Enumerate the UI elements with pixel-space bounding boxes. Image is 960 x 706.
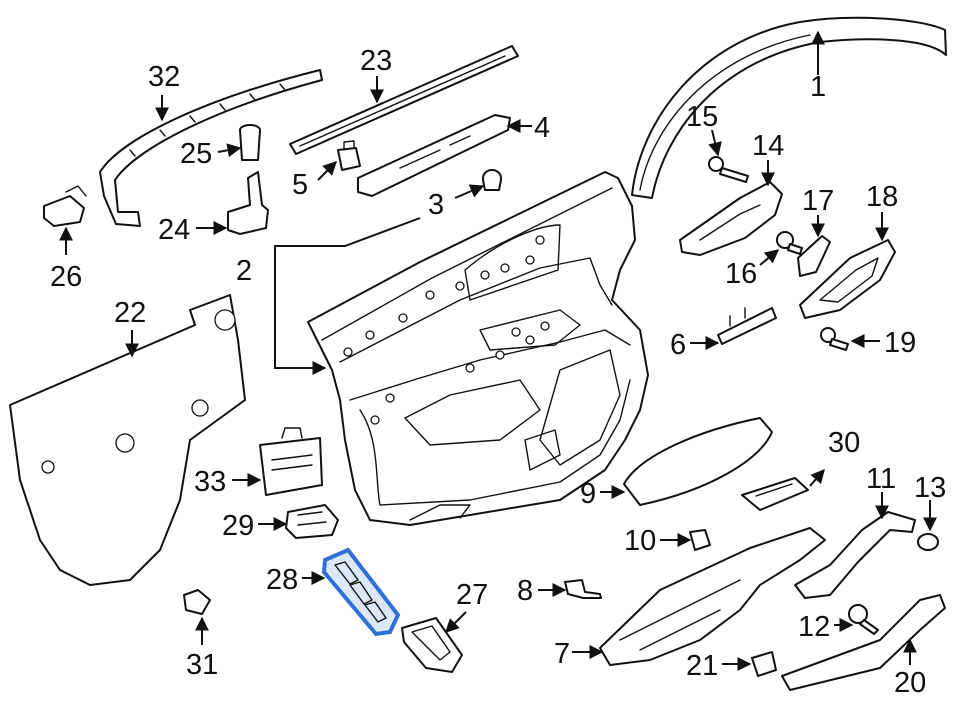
- part-9-armrest-pad[interactable]: [623, 417, 773, 506]
- part-27-switch-housing[interactable]: [401, 617, 463, 673]
- callout-30[interactable]: 30: [828, 427, 860, 459]
- callout-10[interactable]: 10: [624, 525, 656, 557]
- callout-14[interactable]: 14: [752, 130, 784, 162]
- part-23-belt-weatherstrip[interactable]: [289, 45, 519, 155]
- part-33-control-module[interactable]: [259, 427, 323, 496]
- part-20-lower-strip[interactable]: [781, 594, 946, 691]
- callout-5[interactable]: 5: [292, 169, 308, 201]
- part-1-window-molding[interactable]: [631, 16, 947, 199]
- callout-22[interactable]: 22: [114, 297, 146, 329]
- callout-19[interactable]: 19: [884, 327, 916, 359]
- part-18-handle-bezel[interactable]: [799, 239, 896, 319]
- callout-20[interactable]: 20: [894, 667, 926, 699]
- callout-6[interactable]: 6: [670, 329, 686, 361]
- callout-8[interactable]: 8: [517, 575, 533, 607]
- callout-23[interactable]: 23: [360, 45, 392, 77]
- part-24-bracket[interactable]: [227, 171, 269, 235]
- callout-1[interactable]: 1: [810, 71, 826, 103]
- callout-labels: 1 2 3 4 5 6 7 8 9 10 11 12 13 14 15 16 1…: [50, 45, 946, 699]
- part-5-retainer[interactable]: [337, 140, 361, 171]
- part-12-screw[interactable]: [848, 604, 879, 635]
- callout-17[interactable]: 17: [802, 185, 834, 217]
- part-28-window-switch[interactable]: [321, 547, 401, 637]
- part-7-armrest-substrate[interactable]: [599, 527, 826, 666]
- callout-25[interactable]: 25: [180, 138, 212, 170]
- part-19-screw[interactable]: [820, 327, 849, 351]
- callout-24[interactable]: 24: [158, 214, 190, 246]
- part-11-pull-handle[interactable]: [794, 511, 916, 599]
- part-17-bezel[interactable]: [797, 235, 831, 277]
- callout-9[interactable]: 9: [580, 478, 596, 510]
- part-13-cap[interactable]: [917, 533, 939, 551]
- callout-13[interactable]: 13: [914, 472, 946, 504]
- callout-4[interactable]: 4: [534, 112, 550, 144]
- part-14-handle-bracket[interactable]: [679, 181, 783, 256]
- part-31-clip[interactable]: [183, 589, 211, 615]
- callout-18[interactable]: 18: [866, 181, 898, 213]
- part-25-plug[interactable]: [239, 124, 261, 161]
- part-3-clip[interactable]: [482, 169, 502, 191]
- callout-26[interactable]: 26: [50, 261, 82, 293]
- part-15-screw[interactable]: [708, 156, 749, 183]
- part-2-door-trim-panel[interactable]: [307, 171, 649, 526]
- callout-15[interactable]: 15: [686, 101, 718, 133]
- callout-31[interactable]: 31: [186, 649, 218, 681]
- callout-2[interactable]: 2: [236, 255, 252, 287]
- leader-lines: [59, 30, 937, 671]
- part-8-bolt[interactable]: [564, 579, 602, 599]
- part-16-screw[interactable]: [776, 231, 803, 255]
- part-30-pull-cup[interactable]: [741, 477, 809, 511]
- part-6-trim-piece[interactable]: [717, 307, 777, 345]
- part-21-clip[interactable]: [751, 651, 777, 677]
- part-10-clip[interactable]: [689, 529, 711, 551]
- callout-32[interactable]: 32: [148, 61, 180, 93]
- callout-33[interactable]: 33: [194, 466, 226, 498]
- callout-21[interactable]: 21: [686, 650, 718, 682]
- part-32-upper-garnish[interactable]: [99, 69, 323, 227]
- callout-27[interactable]: 27: [456, 579, 488, 611]
- callout-16[interactable]: 16: [725, 258, 757, 290]
- callout-12[interactable]: 12: [798, 611, 830, 643]
- part-29-switch-bezel[interactable]: [285, 504, 339, 539]
- callout-29[interactable]: 29: [222, 510, 254, 542]
- callout-3[interactable]: 3: [428, 189, 444, 221]
- part-26-module[interactable]: [43, 185, 87, 227]
- callout-7[interactable]: 7: [554, 638, 570, 670]
- part-22-water-shield[interactable]: [9, 294, 246, 586]
- callout-28[interactable]: 28: [266, 564, 298, 596]
- callout-11[interactable]: 11: [866, 463, 896, 495]
